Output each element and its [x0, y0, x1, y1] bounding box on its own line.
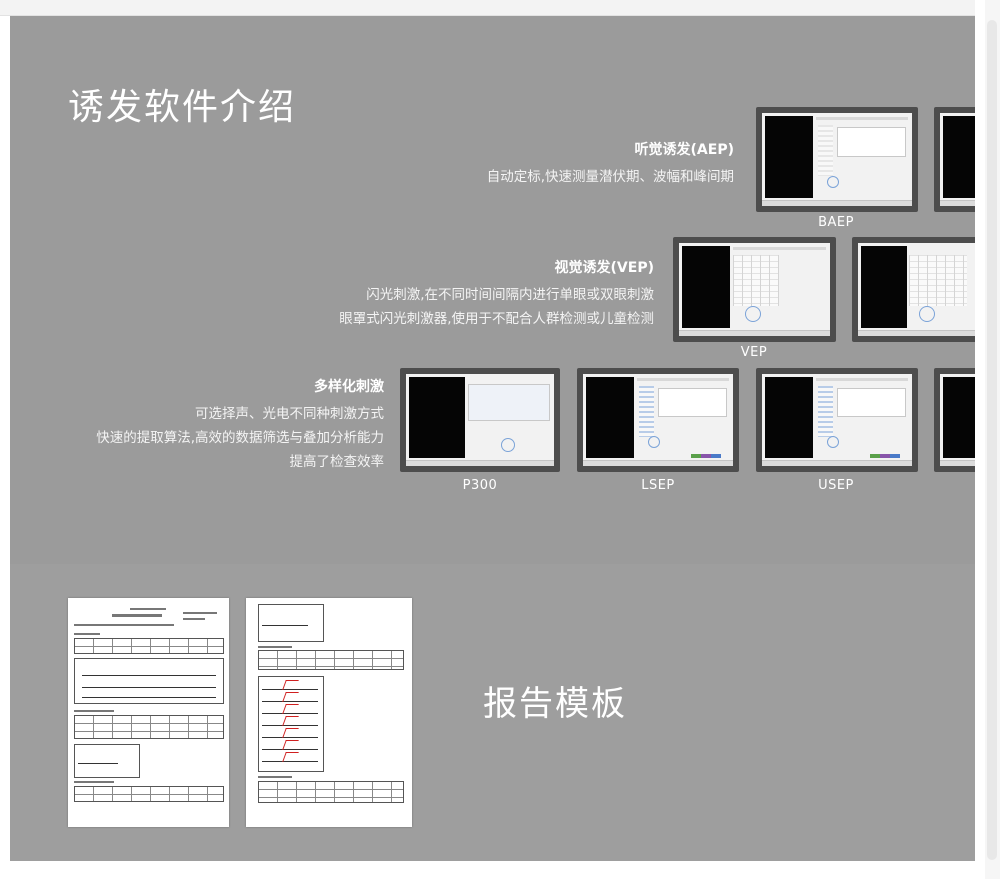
extra-screenshot [934, 368, 975, 472]
feature-aep-line: 自动定标,快速测量潜伏期、波幅和峰间期 [486, 169, 734, 185]
report-thumbnail-2 [246, 598, 412, 827]
usep-caption: USEP [818, 478, 854, 493]
baep-screenshot-2 [934, 107, 975, 212]
feature-vep-line-2: 眼罩式闪光刺激器,使用于不配合人群检测或儿童检测 [339, 311, 654, 327]
p300-screenshot [400, 368, 560, 472]
feature-aep: 听觉诱发(AEP) 自动定标,快速测量潜伏期、波幅和峰间期 [487, 139, 734, 189]
feature-aep-title: 听觉诱发(AEP) [634, 142, 734, 158]
baep-caption: BAEP [818, 215, 854, 230]
scrollbar[interactable] [985, 0, 1000, 879]
feature-vep-title: 视觉诱发(VEP) [554, 260, 654, 276]
feature-multi-line-3: 提高了检查效率 [289, 454, 385, 470]
vep-caption: VEP [740, 345, 768, 360]
scroll-thumb[interactable] [987, 20, 997, 860]
lsep-screenshot [577, 368, 739, 472]
feature-multi-stim: 多样化刺激 可选择声、光电不同种刺激方式 快速的提取算法,高效的数据筛选与叠加分… [96, 376, 384, 474]
report-title: 报告模板 [483, 684, 627, 724]
vep-screenshot [673, 237, 836, 342]
feature-vep-line-1: 闪光刺激,在不同时间间隔内进行单眼或双眼刺激 [366, 287, 654, 303]
report-thumbnail-1 [68, 598, 229, 827]
vep-screenshot-2 [852, 237, 975, 342]
feature-multi-title: 多样化刺激 [314, 379, 384, 395]
p300-caption: P300 [462, 478, 498, 493]
usep-screenshot [756, 368, 918, 472]
feature-vep: 视觉诱发(VEP) 闪光刺激,在不同时间间隔内进行单眼或双眼刺激 眼罩式闪光刺激… [339, 257, 654, 331]
intro-panel: 诱发软件介绍 听觉诱发(AEP) 自动定标,快速测量潜伏期、波幅和峰间期 视觉诱… [10, 16, 975, 861]
section-title: 诱发软件介绍 [68, 87, 297, 128]
lsep-caption: LSEP [641, 478, 675, 493]
top-strip [0, 0, 975, 16]
feature-multi-line-1: 可选择声、光电不同种刺激方式 [195, 406, 384, 422]
baep-screenshot [756, 107, 918, 212]
feature-multi-line-2: 快速的提取算法,高效的数据筛选与叠加分析能力 [96, 430, 384, 446]
